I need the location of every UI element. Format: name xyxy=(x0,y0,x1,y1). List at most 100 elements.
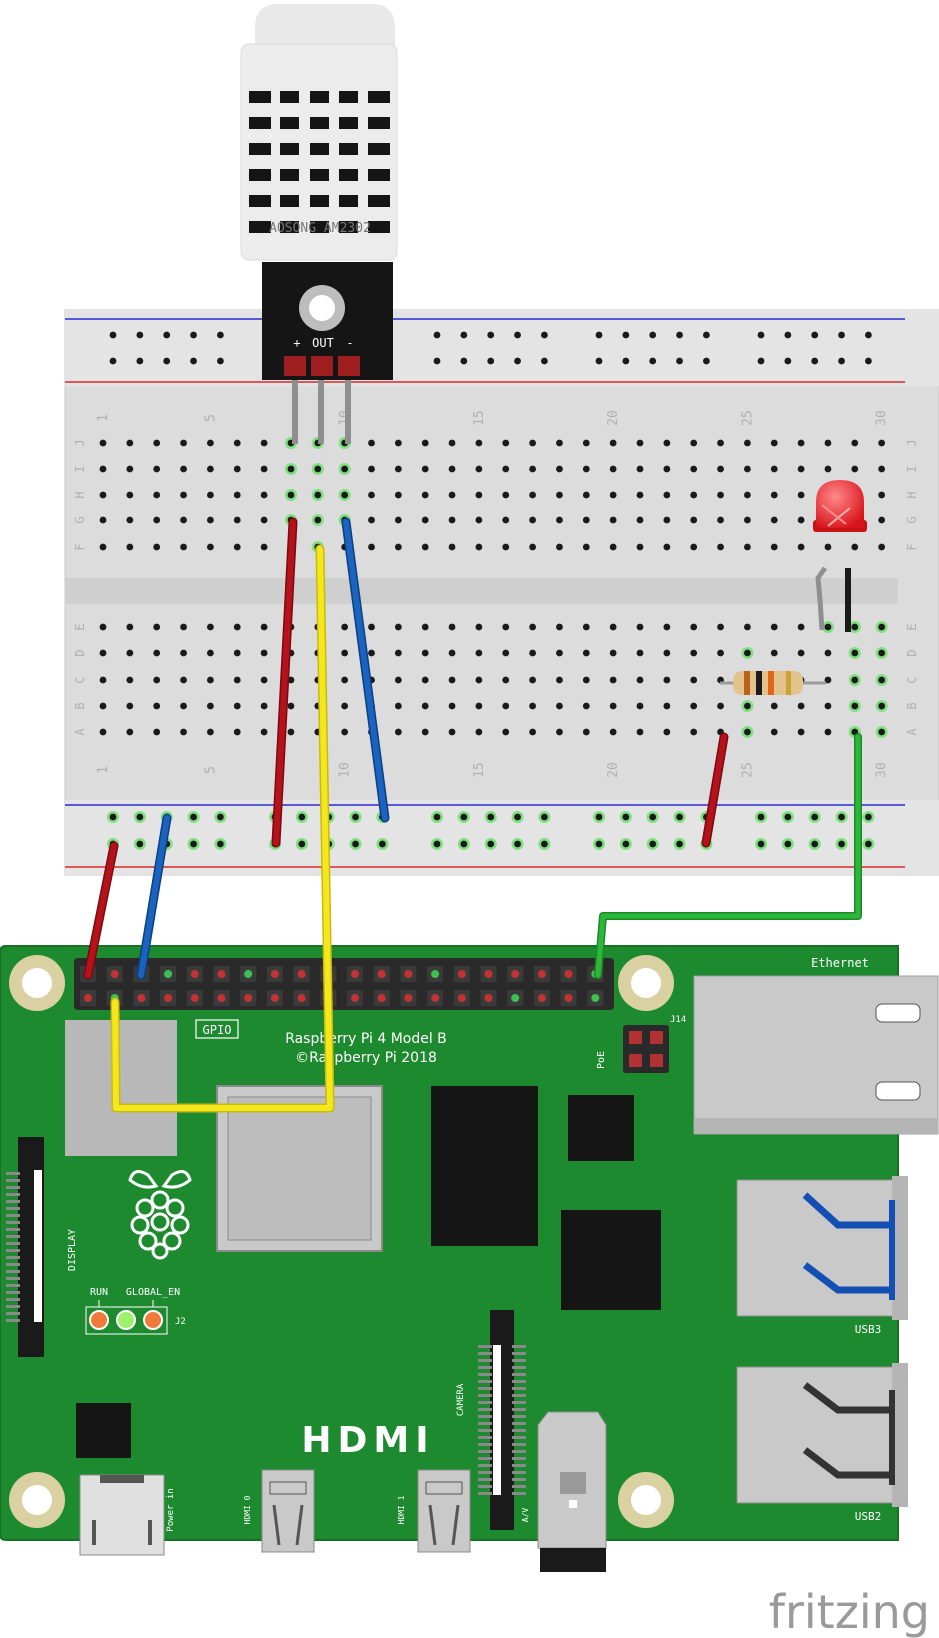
breadboard-hole xyxy=(180,439,187,447)
connector-tooth xyxy=(512,1380,526,1383)
breadboard-hole xyxy=(207,516,214,524)
usb2-port xyxy=(736,1363,908,1507)
gpio-pin xyxy=(480,990,497,1006)
display-connector-teeth xyxy=(6,1172,20,1322)
gpio-pin xyxy=(347,966,363,982)
usb3-port xyxy=(736,1176,908,1320)
breadboard-hole xyxy=(126,728,134,736)
connector-tooth xyxy=(512,1401,526,1404)
breadboard-hole xyxy=(448,728,456,736)
rail-hole xyxy=(538,811,551,823)
rail-hole xyxy=(757,357,765,365)
breadboard-hole xyxy=(797,439,805,447)
connector-tooth xyxy=(478,1429,492,1432)
row-letter-label: G xyxy=(905,516,919,523)
breadboard-hole xyxy=(851,465,859,473)
breadboard-hole xyxy=(717,702,724,710)
connector-tooth xyxy=(6,1298,20,1301)
breadboard-hole xyxy=(99,623,107,631)
breadboard-hole xyxy=(233,491,241,499)
connector-tooth xyxy=(478,1387,492,1390)
column-number-label: 30 xyxy=(875,762,890,778)
breadboard-hole xyxy=(529,543,536,551)
gpio-header xyxy=(74,958,614,1010)
connector-tooth xyxy=(478,1478,492,1481)
sensor-brand-label: AOSONG AM2302 xyxy=(269,221,371,236)
breadboard-hole xyxy=(502,491,510,499)
connector-tooth xyxy=(512,1394,526,1397)
breadboard-hole xyxy=(770,543,778,551)
gpio-pin xyxy=(400,990,417,1006)
run-header xyxy=(85,1306,168,1335)
breadboard-hole xyxy=(475,516,483,524)
breadboard-hole xyxy=(394,702,402,710)
connector-tooth xyxy=(6,1207,20,1210)
connector-tooth xyxy=(512,1415,526,1418)
breadboard-hole xyxy=(448,702,456,710)
breadboard-hole xyxy=(126,491,134,499)
breadboard-hole xyxy=(394,623,402,631)
breadboard-hole xyxy=(582,728,590,736)
connector-tooth xyxy=(6,1221,20,1224)
connector-tooth xyxy=(512,1366,526,1369)
breadboard-hole xyxy=(875,647,888,659)
connector-tooth xyxy=(478,1450,492,1453)
breadboard-hole xyxy=(556,649,563,657)
grille-slot xyxy=(339,221,358,233)
breadboard-hole xyxy=(341,702,349,710)
breadboard-hole xyxy=(875,674,888,686)
gpio-pin xyxy=(587,990,604,1006)
rail-hole xyxy=(838,331,845,339)
column-number-label: 1 xyxy=(96,414,111,422)
rail-hole xyxy=(511,838,524,850)
connector-tooth xyxy=(6,1319,20,1322)
breadboard-hole xyxy=(717,465,724,473)
column-number-label: 5 xyxy=(203,766,218,774)
breadboard-hole xyxy=(582,702,590,710)
rail-hole xyxy=(433,357,441,365)
breadboard-hole xyxy=(663,623,671,631)
breadboard-hole xyxy=(502,439,510,447)
connector-tooth xyxy=(512,1429,526,1432)
resistor xyxy=(720,671,826,695)
breadboard-hole xyxy=(824,439,832,447)
breadboard-hole xyxy=(609,465,617,473)
breadboard-hole xyxy=(636,439,644,447)
connector-tooth xyxy=(6,1277,20,1280)
breadboard-hole xyxy=(475,491,483,499)
breadboard-hole xyxy=(556,543,563,551)
breadboard-hole xyxy=(394,543,402,551)
breadboard-hole xyxy=(636,676,644,684)
hdmi-label: HDMI xyxy=(301,1420,434,1461)
grille-slot xyxy=(339,117,358,129)
breadboard-hole xyxy=(770,623,778,631)
breadboard-hole xyxy=(233,702,241,710)
breadboard-hole xyxy=(475,543,483,551)
breadboard-hole xyxy=(556,491,563,499)
red-led xyxy=(813,480,867,632)
rail-hole xyxy=(865,331,872,339)
breadboard-hole xyxy=(448,623,456,631)
breadboard-hole xyxy=(529,649,536,657)
breadboard-hole xyxy=(394,439,402,447)
breadboard-hole xyxy=(233,728,241,736)
camera-connector-teeth xyxy=(478,1345,526,1495)
breadboard-hole xyxy=(824,465,832,473)
gpio-pin xyxy=(266,990,283,1006)
rail-hole xyxy=(755,811,767,823)
breadboard-hole xyxy=(878,543,886,551)
breadboard-hole xyxy=(529,465,536,473)
breadboard-hole xyxy=(368,516,375,524)
breadboard-hole xyxy=(421,439,429,447)
breadboard-hole xyxy=(207,543,214,551)
rail-hole xyxy=(295,838,308,850)
grille-slot xyxy=(368,169,390,181)
j14-label: J14 xyxy=(670,1015,686,1025)
grille-slot xyxy=(280,91,299,103)
rail-hole xyxy=(511,811,524,823)
rail-hole xyxy=(487,357,495,365)
gpio-pin xyxy=(400,966,417,982)
column-number-label: 1 xyxy=(96,766,111,774)
column-number-label: 25 xyxy=(740,762,755,778)
breadboard-hole xyxy=(848,621,861,633)
